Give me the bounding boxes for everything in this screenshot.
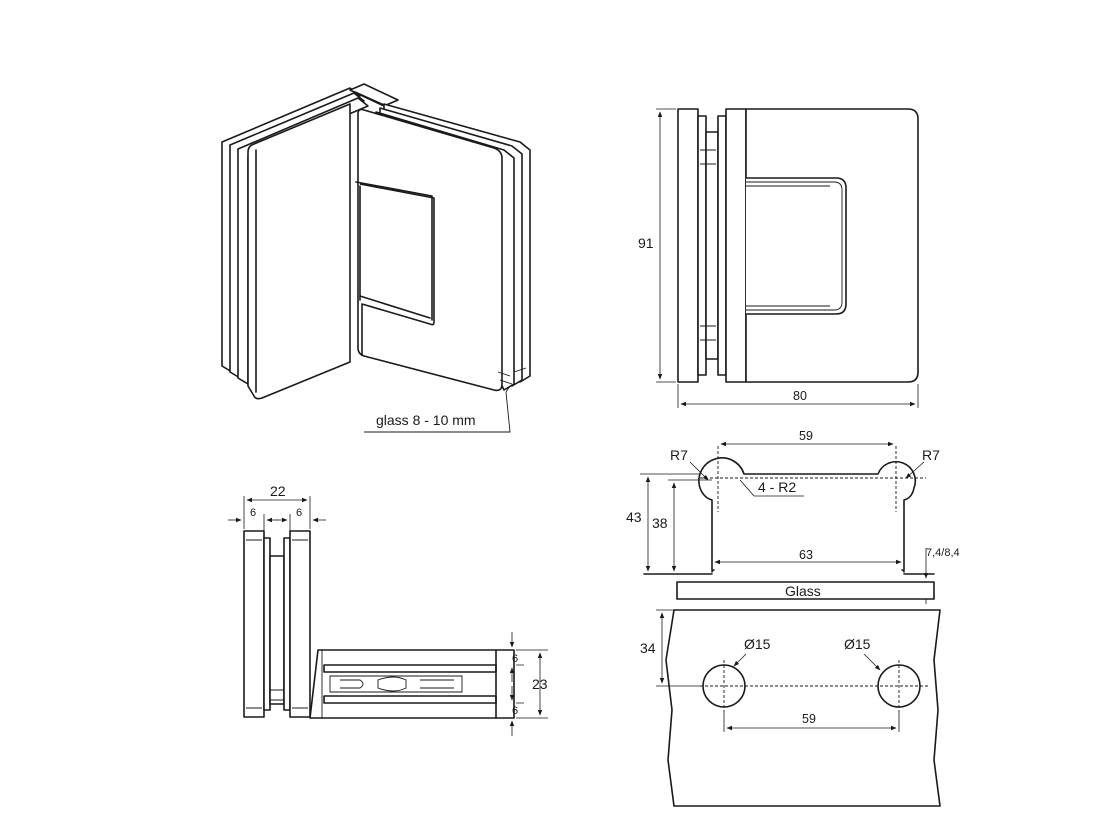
radius-left-label: R7 (670, 447, 688, 463)
radius-right-label: R7 (922, 447, 940, 463)
outer-height-label: 43 (626, 509, 642, 525)
hole-distance-label: 59 (802, 712, 816, 726)
center-distance-label: 59 (799, 429, 813, 443)
glass-strip-label: Glass (785, 583, 821, 599)
glass-thickness-label: glass 8 - 10 mm (376, 412, 476, 428)
top-total-width-label: 22 (270, 483, 286, 499)
isometric-view: glass 8 - 10 mm (221, 83, 531, 433)
corner-radius-label: 4 - R2 (758, 479, 796, 495)
top-view: 22 6 6 6 23 6 (228, 483, 548, 736)
leg-bottom-label: 6 (512, 705, 518, 717)
hole-left-diameter-label: Ø15 (744, 636, 771, 652)
inner-height-label: 38 (652, 515, 668, 531)
glass-thickness-range-label: 7,4/8,4 (926, 547, 960, 559)
leg-total-label: 23 (532, 676, 548, 692)
front-view: 91 80 (638, 108, 919, 408)
height-dim-label: 91 (638, 235, 654, 251)
top-left-gap-label: 6 (250, 507, 256, 519)
edge-offset-label: 34 (640, 640, 656, 656)
width-dim-label: 80 (793, 389, 807, 403)
holes-view: Ø15 Ø15 34 59 (640, 609, 941, 807)
cutout-view: 59 R7 R7 4 - R2 43 38 63 7,4/8,4 Glass (626, 429, 960, 604)
hole-right-diameter-label: Ø15 (844, 636, 871, 652)
inner-width-label: 63 (799, 548, 813, 562)
leg-top-label: 6 (512, 653, 518, 665)
top-right-gap-label: 6 (296, 507, 302, 519)
